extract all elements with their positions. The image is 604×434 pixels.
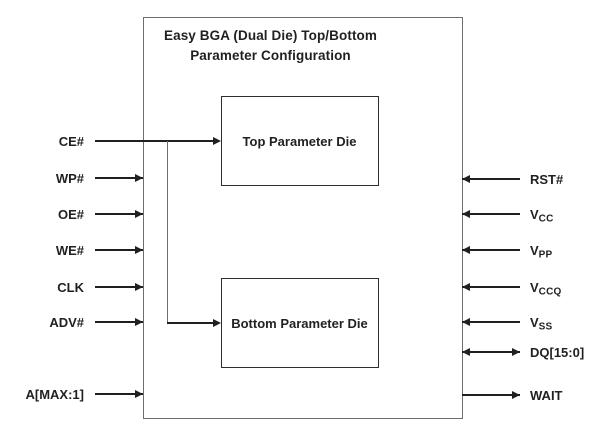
pin-row-dq: DQ[15:0] xyxy=(462,342,604,362)
arrow-vcc-in xyxy=(462,209,520,219)
bottom-parameter-die-box: Bottom Parameter Die xyxy=(220,278,379,368)
pin-row-wp: WP# xyxy=(0,168,143,188)
top-parameter-die-box: Top Parameter Die xyxy=(220,96,379,186)
pin-row-wait: WAIT xyxy=(462,385,604,405)
ce-signal-line xyxy=(95,140,213,142)
arrow-dq-bidir xyxy=(462,347,520,357)
diagram-title: Easy BGA (Dual Die) Top/Bottom Parameter… xyxy=(142,26,399,65)
pin-label-vcc: VCC xyxy=(530,206,554,224)
arrow-clk-in xyxy=(95,282,143,292)
pin-label-wp: WP# xyxy=(55,170,84,186)
pin-label-oe: OE# xyxy=(57,206,84,222)
pin-row-vss: VSS xyxy=(462,312,604,332)
arrow-oe-in xyxy=(95,209,143,219)
pin-row-ce: CE# xyxy=(0,131,143,151)
arrow-vpp-in xyxy=(462,245,520,255)
arrow-rst-in xyxy=(462,174,520,184)
pin-label-a-max-1: A[MAX:1] xyxy=(25,386,85,402)
pin-label-clk: CLK xyxy=(57,279,84,295)
top-parameter-die-label: Top Parameter Die xyxy=(242,133,357,149)
ce-branch-line xyxy=(167,322,213,324)
ce-branch-vertical-line xyxy=(166,141,169,324)
pin-row-we: WE# xyxy=(0,240,143,260)
arrow-adv-in xyxy=(95,317,143,327)
arrow-wp-in xyxy=(95,173,143,183)
pin-label-adv: ADV# xyxy=(49,314,84,330)
pin-label-vpp: VPP xyxy=(530,242,553,260)
pin-row-vpp: VPP xyxy=(462,240,604,260)
pin-row-oe: OE# xyxy=(0,204,143,224)
pin-label-we: WE# xyxy=(55,242,84,258)
pin-label-rst: RST# xyxy=(530,171,564,187)
arrowhead-into-bottom-die-icon xyxy=(212,319,221,327)
pin-row-vcc: VCC xyxy=(462,204,604,224)
pin-row-adv: ADV# xyxy=(0,312,143,332)
pin-label-vss: VSS xyxy=(530,314,553,332)
pin-label-dq: DQ[15:0] xyxy=(530,344,585,360)
pin-label-wait: WAIT xyxy=(530,387,563,403)
pin-label-vccq: VCCQ xyxy=(530,279,562,297)
pin-row-a-max-1: A[MAX:1] xyxy=(0,384,143,404)
diagram-title-line1: Easy BGA (Dual Die) Top/Bottom xyxy=(163,28,377,43)
arrow-vss-in xyxy=(462,317,520,327)
arrow-we-in xyxy=(95,245,143,255)
diagram-title-line2: Parameter Configuration xyxy=(190,47,351,63)
pin-label-ce: CE# xyxy=(58,133,84,149)
pin-row-vccq: VCCQ xyxy=(462,277,604,297)
pin-row-clk: CLK xyxy=(0,277,143,297)
arrow-wait-out xyxy=(462,390,520,400)
bottom-parameter-die-label: Bottom Parameter Die xyxy=(231,315,368,331)
arrow-a-max-1-in xyxy=(95,389,143,399)
pin-row-rst: RST# xyxy=(462,169,604,189)
arrow-vccq-in xyxy=(462,282,520,292)
arrowhead-into-top-die-icon xyxy=(212,137,221,145)
